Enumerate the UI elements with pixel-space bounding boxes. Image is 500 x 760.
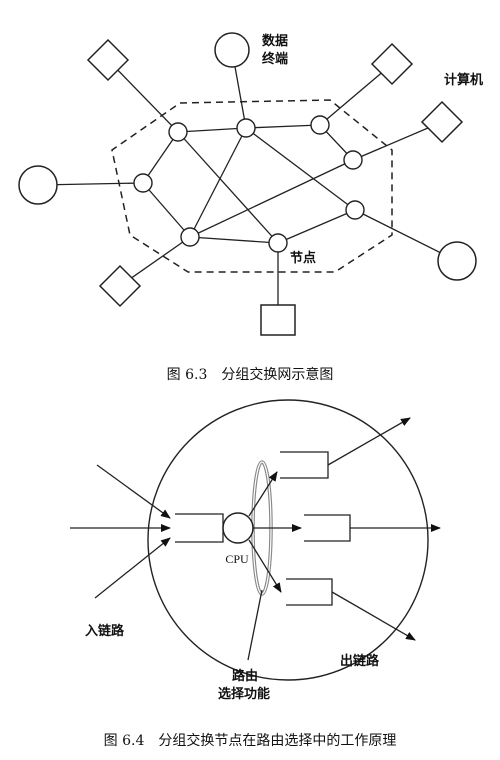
network-node	[268, 233, 288, 253]
outgoing-links	[327, 417, 441, 641]
network-node	[168, 122, 188, 142]
packet-switching-network-diagram: 数据 终端 计算机 节点 图 6.3 分组交换网示意图	[18, 32, 483, 383]
computer-terminal	[98, 264, 142, 308]
network-node	[310, 115, 330, 135]
network-node	[345, 200, 365, 220]
network-node	[236, 118, 256, 138]
figure-caption-6-4: 图 6.4 分组交换节点在路由选择中的工作原理	[104, 732, 397, 749]
label-routing-line2: 选择功能	[218, 686, 270, 702]
figure-caption-6-3: 图 6.3 分组交换网示意图	[167, 366, 334, 383]
cpu-circle	[222, 512, 254, 544]
switching-nodes	[133, 115, 365, 253]
output-queue-upper	[280, 451, 329, 479]
label-out-link: 出链路	[340, 653, 380, 669]
computer-terminal	[370, 42, 414, 86]
data-terminal	[214, 32, 250, 68]
terminal-box	[260, 304, 296, 336]
node-boundary-circle	[147, 399, 429, 681]
routing-label-pointer	[247, 589, 263, 661]
label-data-terminal-line1: 数据	[262, 33, 288, 49]
computer-terminal	[420, 100, 464, 144]
computer-terminal	[86, 38, 130, 82]
label-computer: 计算机	[444, 72, 483, 88]
network-node	[343, 150, 363, 170]
switching-node-routing-diagram: CPU 入链路 路由 选择功能 出链路 图 6.4 分组交换节点在路由选择中的工…	[70, 399, 441, 749]
network-node	[133, 173, 153, 193]
internal-routes	[248, 471, 302, 593]
output-queue-lower	[286, 578, 333, 606]
label-cpu: CPU	[225, 552, 249, 566]
input-queue	[175, 513, 224, 543]
terminals	[18, 32, 477, 336]
data-terminal	[18, 165, 58, 205]
label-routing-line1: 路由	[232, 668, 258, 684]
data-terminal	[437, 241, 477, 281]
network-node	[180, 227, 200, 247]
output-queue-middle	[304, 514, 351, 542]
external-links	[37, 49, 458, 305]
label-node: 节点	[290, 250, 316, 266]
label-data-terminal-line2: 终端	[262, 51, 288, 67]
incoming-links	[70, 464, 171, 599]
label-in-link: 入链路	[85, 623, 125, 639]
internal-links	[142, 124, 356, 244]
